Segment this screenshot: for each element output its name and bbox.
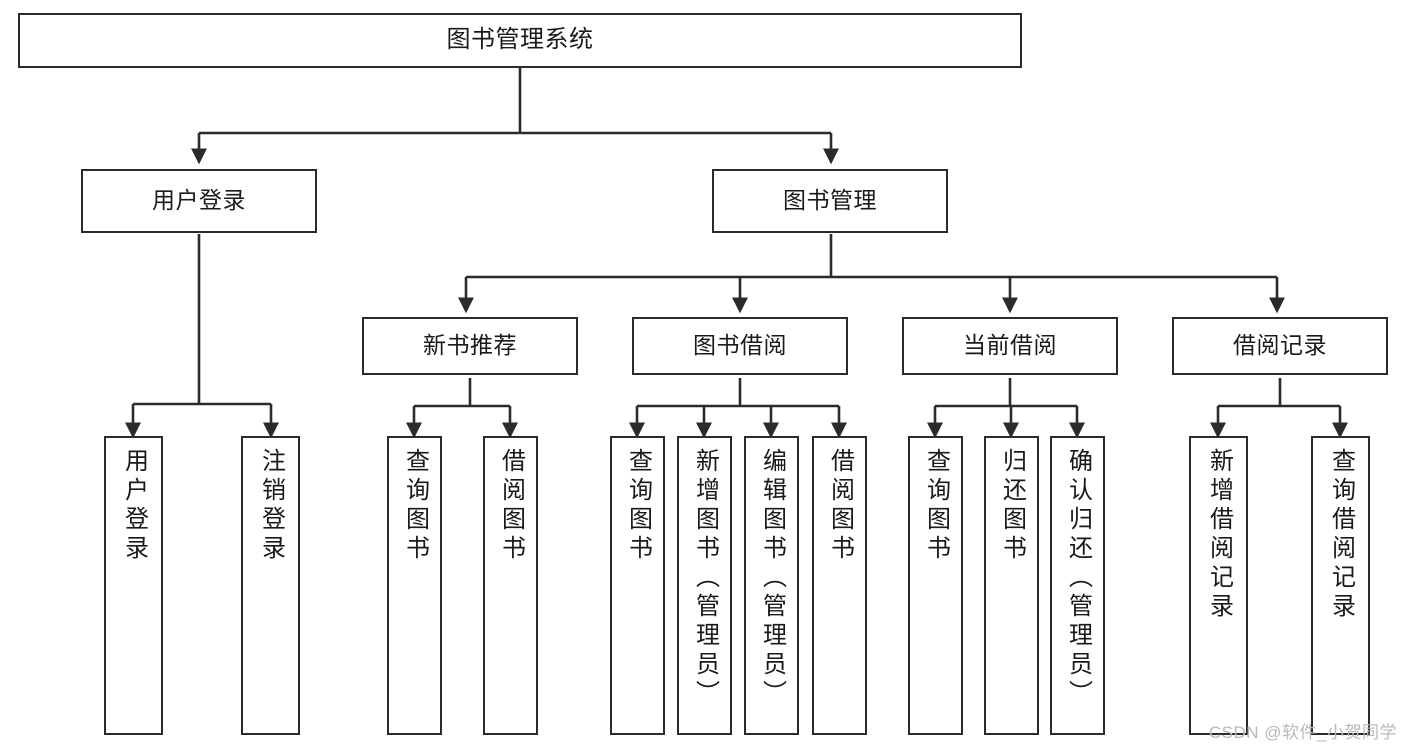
node-current-borrow[interactable]: 当前借阅 (902, 317, 1118, 375)
node-label: 新书推荐 (423, 332, 517, 359)
leaf-recommend-borrow-book[interactable]: 借阅图书 (483, 436, 538, 735)
leaf-user-logout[interactable]: 注销登录 (241, 436, 300, 735)
leaf-borrow-edit-book-admin[interactable]: 编辑图书（管理员） (744, 436, 799, 735)
node-label: 确认归还（管理员） (1064, 448, 1092, 709)
node-label: 编辑图书（管理员） (758, 448, 786, 709)
node-book-management[interactable]: 图书管理 (712, 169, 948, 233)
watermark: CSDN @软件_小贺同学 (1208, 723, 1397, 742)
leaf-current-confirm-return-admin[interactable]: 确认归还（管理员） (1050, 436, 1105, 735)
node-new-book-recommend[interactable]: 新书推荐 (362, 317, 578, 375)
node-label: 查询借阅记录 (1327, 448, 1355, 622)
node-label: 图书管理 (783, 187, 877, 214)
node-book-borrow[interactable]: 图书借阅 (632, 317, 848, 375)
leaf-current-query-book[interactable]: 查询图书 (908, 436, 963, 735)
leaf-borrow-borrow-book[interactable]: 借阅图书 (812, 436, 867, 735)
leaf-record-query-record[interactable]: 查询借阅记录 (1311, 436, 1370, 735)
node-label: 借阅图书 (826, 448, 854, 564)
node-label: 查询图书 (922, 448, 950, 564)
node-label: 用户登录 (152, 187, 246, 214)
node-borrow-record[interactable]: 借阅记录 (1172, 317, 1388, 375)
node-user-login[interactable]: 用户登录 (81, 169, 317, 233)
node-root-system[interactable]: 图书管理系统 (18, 13, 1022, 68)
node-label: 借阅记录 (1233, 332, 1327, 359)
node-label: 查询图书 (401, 448, 429, 564)
node-label: 新增图书（管理员） (691, 448, 719, 709)
node-label: 图书管理系统 (446, 26, 594, 54)
leaf-recommend-query-book[interactable]: 查询图书 (387, 436, 442, 735)
node-label: 注销登录 (257, 448, 285, 564)
node-label: 借阅图书 (497, 448, 525, 564)
leaf-borrow-add-book-admin[interactable]: 新增图书（管理员） (677, 436, 732, 735)
node-label: 当前借阅 (963, 332, 1057, 359)
leaf-borrow-query-book[interactable]: 查询图书 (610, 436, 665, 735)
node-label: 用户登录 (120, 448, 148, 564)
leaf-current-return-book[interactable]: 归还图书 (984, 436, 1039, 735)
leaf-user-login[interactable]: 用户登录 (104, 436, 163, 735)
node-label: 图书借阅 (693, 332, 787, 359)
node-label: 新增借阅记录 (1205, 448, 1233, 622)
leaf-record-add-record[interactable]: 新增借阅记录 (1189, 436, 1248, 735)
node-label: 归还图书 (998, 448, 1026, 564)
node-label: 查询图书 (624, 448, 652, 564)
